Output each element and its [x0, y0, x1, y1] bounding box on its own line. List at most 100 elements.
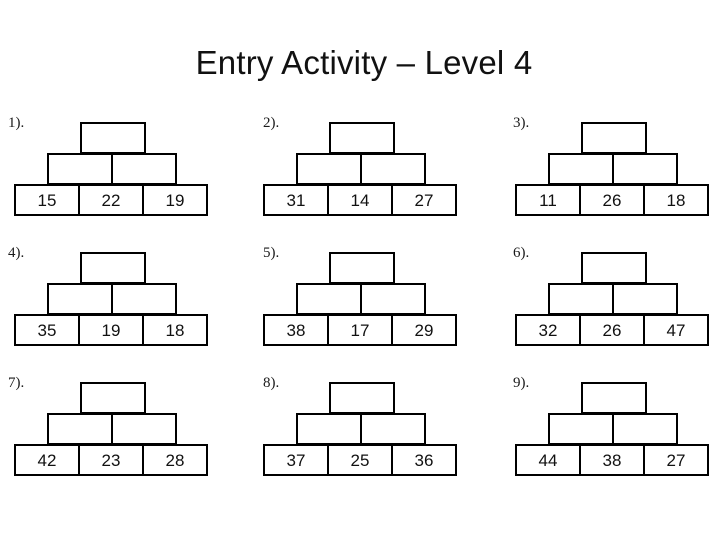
pyramid-row-top — [581, 252, 647, 284]
pyramid-row-middle — [296, 413, 428, 445]
pyramid-item-5: 5). 38 17 29 — [255, 242, 505, 372]
pyramid-label-4: 4). — [8, 245, 25, 261]
pyramid-cell-bottom-3[interactable]: 27 — [391, 184, 457, 216]
number-pyramid-1: 15 22 19 — [14, 122, 212, 218]
pyramid-cell-bottom-3[interactable]: 28 — [142, 444, 208, 476]
pyramid-cell-bottom-1[interactable]: 38 — [263, 314, 329, 346]
pyramid-cell-bottom-1[interactable]: 31 — [263, 184, 329, 216]
pyramid-cell-bottom-2[interactable]: 14 — [327, 184, 393, 216]
pyramid-cell-bottom-2[interactable]: 38 — [579, 444, 645, 476]
pyramid-cell-bottom-3[interactable]: 18 — [643, 184, 709, 216]
pyramid-label-5: 5). — [263, 245, 280, 261]
pyramid-label-6: 6). — [513, 245, 530, 261]
pyramid-item-8: 8). 37 25 36 — [255, 372, 505, 502]
pyramid-row-top — [329, 122, 395, 154]
pyramid-row-middle — [548, 413, 680, 445]
pyramid-cell-middle-1[interactable] — [47, 153, 113, 185]
pyramid-cell-middle-1[interactable] — [47, 283, 113, 315]
pyramid-cell-bottom-2[interactable]: 19 — [78, 314, 144, 346]
pyramid-cell-middle-1[interactable] — [296, 413, 362, 445]
pyramid-label-8: 8). — [263, 375, 280, 391]
number-pyramid-5: 38 17 29 — [263, 252, 461, 348]
pyramid-cell-bottom-1[interactable]: 15 — [14, 184, 80, 216]
pyramid-cell-top-1[interactable] — [80, 122, 146, 154]
pyramid-cell-middle-1[interactable] — [47, 413, 113, 445]
pyramid-cell-middle-1[interactable] — [296, 153, 362, 185]
pyramid-row-middle — [47, 413, 179, 445]
pyramid-cell-middle-2[interactable] — [612, 283, 678, 315]
pyramid-row-top — [581, 122, 647, 154]
pyramid-row-top — [80, 122, 146, 154]
pyramid-label-9: 9). — [513, 375, 530, 391]
pyramid-cell-bottom-1[interactable]: 32 — [515, 314, 581, 346]
pyramid-row-top — [329, 252, 395, 284]
number-pyramid-3: 11 26 18 — [515, 122, 713, 218]
pyramid-row-bottom: 38 17 29 — [263, 314, 461, 346]
pyramid-cell-bottom-1[interactable]: 42 — [14, 444, 80, 476]
pyramid-cell-middle-2[interactable] — [612, 153, 678, 185]
pyramid-label-2: 2). — [263, 115, 280, 131]
pyramid-item-7: 7). 42 23 28 — [0, 372, 255, 502]
pyramid-cell-top-1[interactable] — [581, 252, 647, 284]
pyramid-cell-middle-1[interactable] — [296, 283, 362, 315]
pyramid-item-1: 1). 15 22 19 — [0, 112, 255, 242]
pyramid-cell-top-1[interactable] — [329, 382, 395, 414]
pyramid-row-top — [329, 382, 395, 414]
pyramid-cell-middle-2[interactable] — [111, 413, 177, 445]
pyramid-cell-middle-2[interactable] — [111, 283, 177, 315]
pyramid-cell-top-1[interactable] — [80, 382, 146, 414]
pyramid-cell-bottom-2[interactable]: 26 — [579, 314, 645, 346]
pyramid-row-bottom: 11 26 18 — [515, 184, 713, 216]
pyramid-cell-top-1[interactable] — [80, 252, 146, 284]
pyramid-row-bottom: 44 38 27 — [515, 444, 713, 476]
number-pyramid-4: 35 19 18 — [14, 252, 212, 348]
pyramid-row-middle — [47, 283, 179, 315]
number-pyramid-7: 42 23 28 — [14, 382, 212, 478]
pyramid-cell-bottom-3[interactable]: 29 — [391, 314, 457, 346]
pyramid-row-top — [80, 252, 146, 284]
pyramid-cell-middle-2[interactable] — [360, 413, 426, 445]
pyramid-cell-bottom-1[interactable]: 37 — [263, 444, 329, 476]
pyramid-cell-top-1[interactable] — [581, 382, 647, 414]
pyramid-row-middle — [548, 153, 680, 185]
pyramid-cell-bottom-2[interactable]: 26 — [579, 184, 645, 216]
pyramid-grid: 1). 15 22 19 2). — [0, 112, 728, 512]
pyramid-row-bottom: 15 22 19 — [14, 184, 212, 216]
pyramid-cell-top-1[interactable] — [581, 122, 647, 154]
pyramid-cell-bottom-3[interactable]: 18 — [142, 314, 208, 346]
pyramid-item-3: 3). 11 26 18 — [505, 112, 728, 242]
pyramid-item-9: 9). 44 38 27 — [505, 372, 728, 502]
pyramid-cell-bottom-3[interactable]: 19 — [142, 184, 208, 216]
pyramid-cell-bottom-2[interactable]: 25 — [327, 444, 393, 476]
pyramid-cell-middle-1[interactable] — [548, 413, 614, 445]
pyramid-item-6: 6). 32 26 47 — [505, 242, 728, 372]
pyramid-row-bottom: 42 23 28 — [14, 444, 212, 476]
pyramid-cell-middle-2[interactable] — [111, 153, 177, 185]
pyramid-cell-bottom-2[interactable]: 23 — [78, 444, 144, 476]
pyramid-cell-middle-2[interactable] — [360, 283, 426, 315]
number-pyramid-6: 32 26 47 — [515, 252, 713, 348]
pyramid-cell-bottom-3[interactable]: 47 — [643, 314, 709, 346]
pyramid-cell-middle-2[interactable] — [360, 153, 426, 185]
pyramid-row-top — [581, 382, 647, 414]
pyramid-cell-middle-1[interactable] — [548, 153, 614, 185]
pyramid-cell-middle-2[interactable] — [612, 413, 678, 445]
pyramid-row-bottom: 31 14 27 — [263, 184, 461, 216]
pyramid-row-top — [80, 382, 146, 414]
pyramid-row-middle — [47, 153, 179, 185]
pyramid-label-3: 3). — [513, 115, 530, 131]
pyramid-row-middle — [296, 153, 428, 185]
pyramid-cell-bottom-2[interactable]: 17 — [327, 314, 393, 346]
pyramid-cell-top-1[interactable] — [329, 252, 395, 284]
pyramid-cell-bottom-1[interactable]: 44 — [515, 444, 581, 476]
pyramid-cell-top-1[interactable] — [329, 122, 395, 154]
pyramid-cell-bottom-2[interactable]: 22 — [78, 184, 144, 216]
pyramid-cell-bottom-1[interactable]: 11 — [515, 184, 581, 216]
pyramid-cell-bottom-1[interactable]: 35 — [14, 314, 80, 346]
pyramid-cell-middle-1[interactable] — [548, 283, 614, 315]
number-pyramid-2: 31 14 27 — [263, 122, 461, 218]
pyramid-row-middle — [296, 283, 428, 315]
pyramid-cell-bottom-3[interactable]: 36 — [391, 444, 457, 476]
pyramid-cell-bottom-3[interactable]: 27 — [643, 444, 709, 476]
